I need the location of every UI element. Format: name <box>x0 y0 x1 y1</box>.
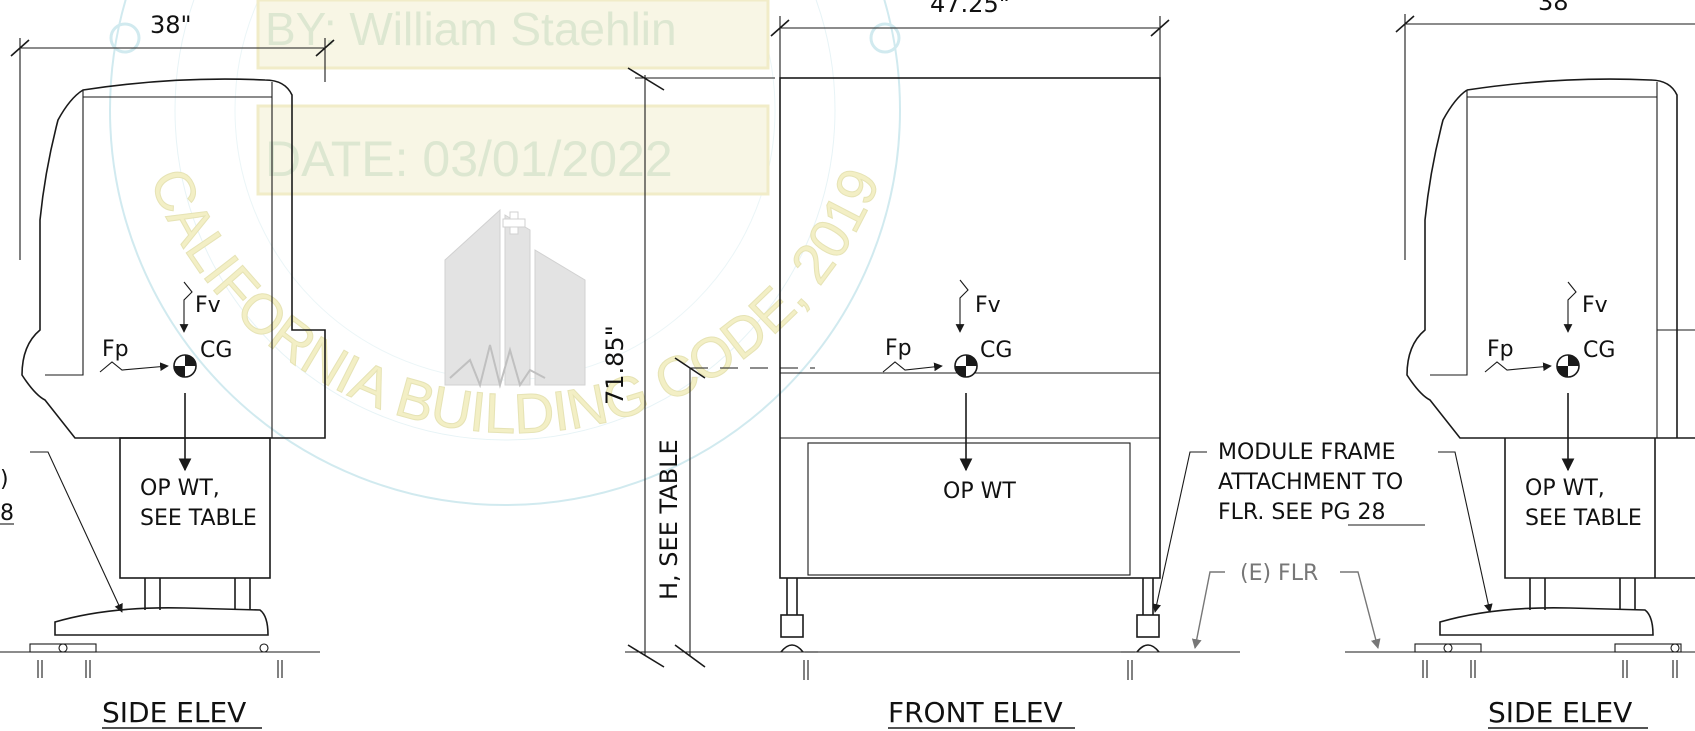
front-note-line3-a: FLR. SEE <box>1218 500 1320 525</box>
side-left-cg: CG <box>200 338 232 363</box>
side-right-title: SIDE ELEV <box>1488 696 1632 729</box>
side-right-width-dim: 38" <box>1538 0 1580 16</box>
side-left-width-dim: 38" <box>150 11 192 39</box>
front-title: FRONT ELEV <box>888 696 1063 729</box>
side-left-title: SIDE ELEV <box>102 696 246 729</box>
front-elevation: 47.25" 71.85" H, SEE TABLE Fv <box>601 0 1425 729</box>
front-fv: Fv <box>975 293 1001 318</box>
stamp-date: DATE: 03/01/2022 <box>265 131 673 187</box>
side-elevation-right: 38" Fv Fp CG OP WT, SEE <box>1345 0 1695 729</box>
front-fp: Fp <box>885 336 912 361</box>
side-left-partial-ref-top: ) <box>0 467 9 492</box>
front-cg: CG <box>980 338 1012 363</box>
side-left-opwt-2: SEE TABLE <box>140 506 257 531</box>
side-right-opwt-2: SEE TABLE <box>1525 506 1642 531</box>
front-note-line3: FLR. SEE PG 28 <box>1218 500 1385 525</box>
side-right-cg: CG <box>1583 338 1615 363</box>
side-right-fv: Fv <box>1582 293 1608 318</box>
side-left-partial-ref-bottom: 8 <box>0 501 14 526</box>
side-elevation-left: 38" Fv Fp CG OP WT, SEE <box>0 11 335 729</box>
side-right-opwt-1: OP WT, <box>1525 476 1605 501</box>
front-height-dim: 71.85" <box>601 325 629 405</box>
side-left-fp: Fp <box>102 337 129 362</box>
building-seismic-logo-icon <box>444 208 586 389</box>
center-of-gravity-icon <box>1556 354 1580 378</box>
front-width-dim: 47.25" <box>930 0 1010 18</box>
side-right-fp: Fp <box>1487 337 1514 362</box>
front-note-page-ref: PG 28 <box>1320 500 1385 525</box>
side-left-fv: Fv <box>195 293 221 318</box>
front-floor-label: (E) FLR <box>1240 561 1318 586</box>
side-left-opwt-1: OP WT, <box>140 476 220 501</box>
approval-stamp: BY: William Staehlin DATE: 03/01/2022 CA… <box>109 0 901 506</box>
stamp-by: BY: William Staehlin <box>265 3 677 55</box>
center-of-gravity-icon <box>954 354 978 378</box>
front-opwt: OP WT <box>943 479 1016 504</box>
center-of-gravity-icon <box>173 354 197 378</box>
front-note-line1: MODULE FRAME <box>1218 440 1395 465</box>
front-note-line2: ATTACHMENT TO <box>1218 470 1403 495</box>
front-cg-height-dim: H, SEE TABLE <box>655 439 683 600</box>
